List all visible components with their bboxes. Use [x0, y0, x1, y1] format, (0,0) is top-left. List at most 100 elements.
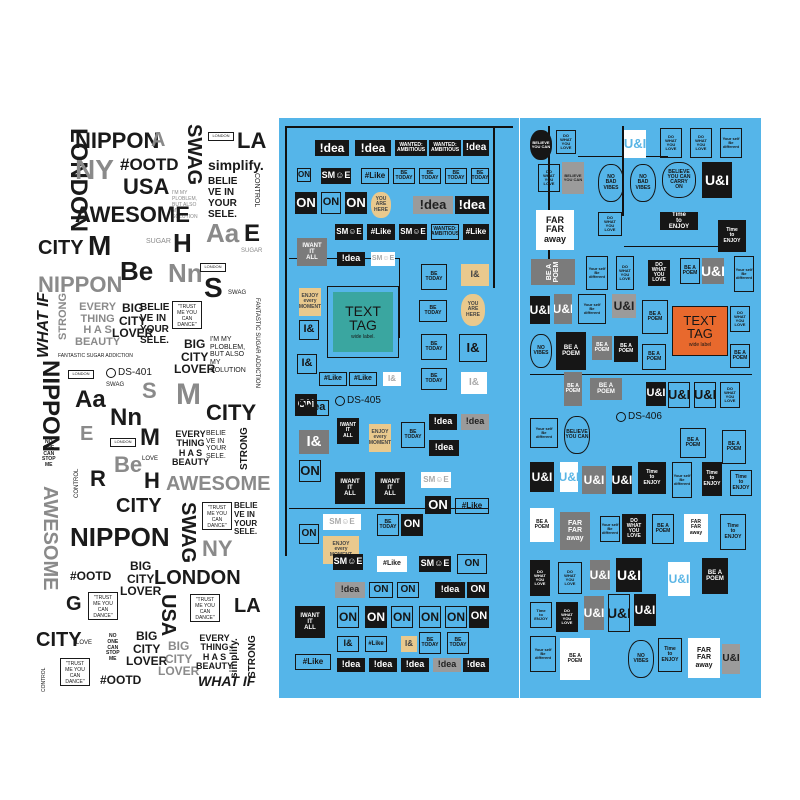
sticker-u-i-gray: U&I	[722, 644, 740, 674]
sticker-be-today: BE TODAY	[421, 264, 447, 290]
sticker-you-are-here: YOU ARE HERE	[371, 192, 391, 218]
sticker-london-badge: LONDON	[208, 132, 234, 141]
sticker-on: ON	[365, 606, 387, 628]
sticker-on: ON	[457, 554, 487, 574]
sticker-want-it-all: IWANT IT ALL	[297, 238, 327, 266]
sticker-like: #Like	[295, 654, 331, 670]
sticker-be-a-poem: BE A POEM	[556, 332, 586, 370]
sticker-do-what-you-love: DO WHAT YOU LOVE	[622, 514, 646, 544]
sticker-trust-me-5: "TRUST ME YOU CAN DANCE"	[60, 658, 90, 686]
sticker-be-a-poem-gray: BE A POEM	[590, 378, 622, 400]
sticker-g: G	[66, 593, 82, 615]
sticker-your-self: Your self Be different	[672, 462, 692, 498]
sticker-nn-2: Nn	[110, 404, 142, 431]
sticker-strong-vertical: STRONG	[57, 292, 69, 340]
sticker-you-are-here: YOU ARE HERE	[461, 294, 485, 326]
sticker-u-i: U&I	[530, 462, 554, 492]
sticker-do-what-you-love: DO WHAT YOU LOVE	[556, 602, 578, 632]
sticker-want-it-all: IWANT IT ALL	[375, 472, 405, 504]
sticker-ootd: #OOTD	[120, 155, 179, 174]
sticker-i-amp: I&	[401, 636, 417, 652]
sticker-r: R	[90, 466, 106, 491]
sticker-time-to-enjoy: Time to ENJOY	[720, 514, 746, 550]
sticker-u-i: U&I	[616, 558, 642, 592]
sticker-control-vertical: CONTROL	[253, 173, 260, 208]
sticker-what-if: WHAT IF	[198, 673, 256, 689]
sticker-no-one-can-stop-me-2: NO ONE CAN STOP ME	[106, 633, 120, 662]
sticker-do-what-you-love: DO WHAT YOU LOVE	[556, 130, 576, 154]
sticker-on: ON	[299, 524, 319, 544]
text-tag-frame	[327, 286, 399, 358]
sticker-want-it-all: IWANT IT ALL	[335, 472, 365, 504]
sticker-believe-4: BELIE VE IN YOUR SELE.	[234, 501, 258, 537]
sticker-far-far-away-white: FAR FAR away	[684, 514, 708, 542]
sticker-smile-white: SM☺E	[421, 472, 451, 488]
sticker-be-today: BE TODAY	[393, 168, 415, 184]
sticker-im-my-problem: I'M MY PLOBLEM, BUT ALSO MY SOLUTION	[172, 190, 198, 220]
sticker-be-a-poem: BE A POEM	[642, 344, 666, 370]
sticker-smile: SM☺E	[419, 556, 451, 572]
sticker-idea: !dea	[455, 196, 489, 214]
sticker-simplify: simplify.	[208, 157, 264, 173]
sticker-big-city-lover-5: BIG CITY LOVER	[158, 639, 200, 679]
sticker-love: LOVE	[142, 456, 159, 462]
sticker-idea: !dea	[369, 658, 397, 672]
circle-logo-icon	[106, 368, 116, 378]
sticker-on: ON	[401, 514, 423, 536]
sticker-e: E	[244, 220, 261, 247]
sticker-smile: SM☺E	[335, 224, 363, 240]
sticker-like: #Like	[319, 372, 347, 386]
sticker-everything-beauty: EVERY THING H A S BEAUTY	[75, 301, 121, 348]
sticker-s: S	[204, 272, 223, 303]
sticker-be-2: Be	[114, 452, 143, 477]
sticker-on: ON	[321, 192, 341, 214]
sticker-be-a-poem: BE A POEM	[680, 428, 706, 458]
sticker-time-to-enjoy: Time to ENJOY	[730, 470, 752, 496]
sticker-city-3: CITY	[116, 495, 162, 517]
sticker-nippon: NIPPON	[75, 128, 160, 153]
sticker-no-vibes: NO VIBES	[628, 640, 654, 678]
sticker-a: A	[151, 129, 166, 151]
sticker-m-3: M	[140, 424, 160, 451]
sticker-on: ON	[295, 192, 317, 214]
sticker-idea: !dea	[429, 414, 457, 430]
sticker-your-self: Your self Be different	[734, 256, 754, 292]
sticker-on: ON	[295, 394, 317, 416]
sticker-swag: SWAG	[183, 124, 205, 186]
sticker-nippon-2: NIPPON	[38, 272, 123, 297]
sticker-time-to-enjoy: Time to ENJOY	[658, 638, 682, 672]
sticker-la-2: LA	[234, 595, 261, 617]
sticker-like: #Like	[455, 498, 489, 514]
sticker-like: #Like	[367, 224, 395, 240]
sticker-big-city-lover-3: BIG CITY LOVER	[120, 559, 162, 599]
sticker-be-today: BE TODAY	[419, 168, 441, 184]
sticker-be-a-poem-gray: BE A POEM	[592, 336, 612, 360]
sticker-enjoy: ENJOY every MOMENT	[369, 424, 391, 452]
sticker-u-i-gray: U&I	[584, 596, 604, 630]
sticker-u-i: U&I	[694, 382, 716, 408]
sticker-ootd-3: #OOTD	[100, 673, 142, 687]
sticker-enjoy: ENJOY every MOMENT	[299, 288, 321, 316]
sticker-u-i-gray: U&I	[554, 294, 572, 324]
sticker-big-city-lover: BIG CITY LOVER	[112, 301, 154, 341]
sticker-be-a-poem: BE A POEM	[652, 514, 674, 544]
sticker-on: ON	[419, 606, 441, 628]
sticker-time-to-enjoy: Time to ENJOY	[718, 220, 746, 252]
sticker-ootd-2: #OOTD	[70, 569, 112, 583]
sticker-on: ON	[397, 582, 419, 598]
sticker-on: ON	[345, 192, 367, 214]
sticker-strong-3: STRONG	[247, 635, 258, 678]
sticker-everything-beauty-3: EVERY THING H A S BEAUTY	[196, 633, 234, 672]
sticker-control-2: CONTROL	[74, 468, 80, 498]
sticker-idea: !dea	[355, 140, 391, 156]
sticker-city-2: CITY	[206, 400, 257, 425]
sticker-idea-outline: !dea	[299, 400, 329, 416]
sticker-be-today: BE TODAY	[421, 368, 447, 390]
sticker-h: H	[173, 228, 192, 258]
sticker-smile: SM☺E	[333, 554, 363, 570]
sticker-usa: USA	[123, 174, 170, 199]
sticker-do-what-you-love: DO WHAT YOU LOVE	[690, 128, 712, 158]
frame-line	[289, 508, 489, 509]
sticker-idea: !dea	[401, 658, 429, 672]
circle-logo-icon	[616, 412, 626, 422]
